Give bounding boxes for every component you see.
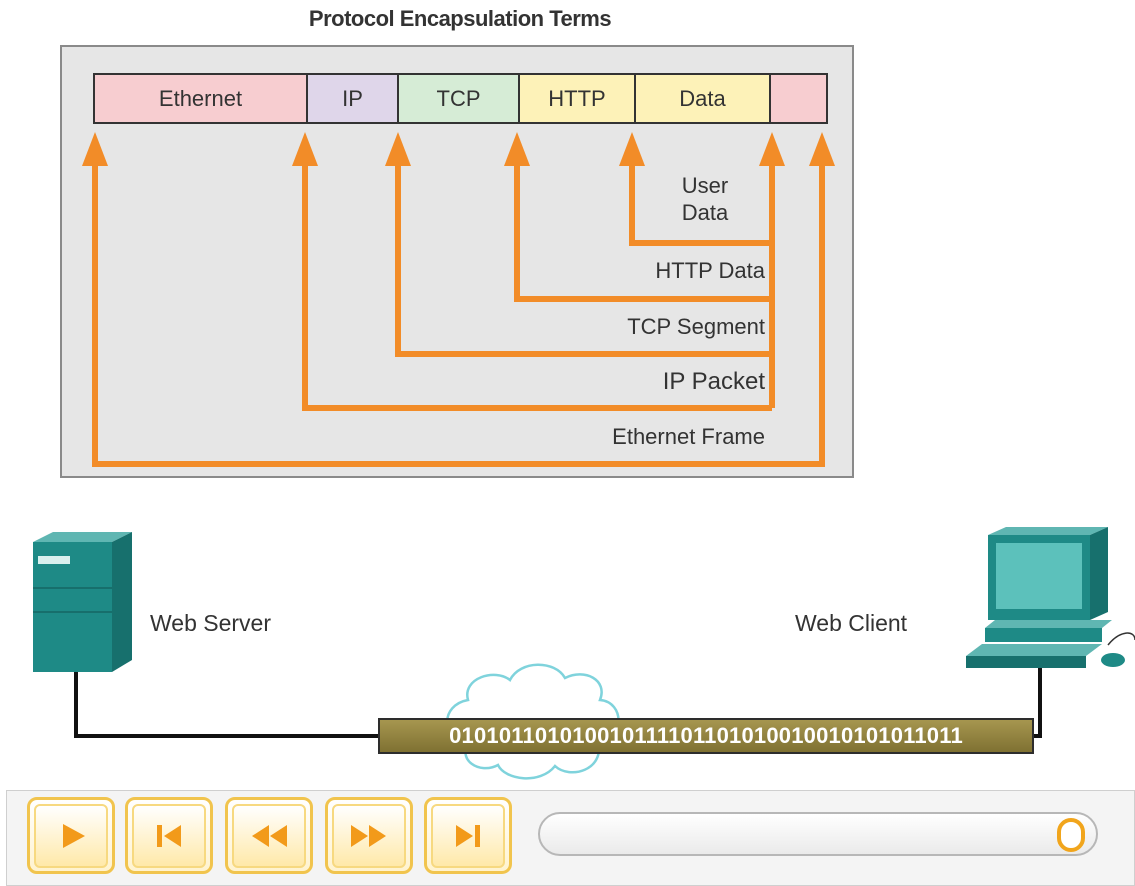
server-cable [74,668,380,738]
user-data-line: User [681,173,729,198]
computer-icon [966,527,1135,668]
arrowhead [619,132,645,166]
skip-to-end-button[interactable] [424,797,512,874]
rewind-button[interactable] [225,797,313,874]
frame-field-tcp: TCP [397,73,520,124]
play-button-face[interactable] [34,803,108,868]
binary-stream: 0101011010100101111011010100100101010110… [378,718,1034,754]
play-button[interactable] [27,797,115,874]
play-icon [63,823,85,848]
rewind-icon [252,824,287,847]
arrowhead [759,132,785,166]
frame-field-ethernet-trailer [769,73,828,124]
tcp-segment-label: TCP Segment [627,314,765,339]
frame-field-label: IP [342,85,363,111]
skip-to-end-button-face[interactable] [431,803,505,868]
ip-packet-bracket [302,150,772,411]
web-server-label: Web Server [150,610,272,636]
fast-forward-button-face[interactable] [332,803,406,868]
web-client-label: Web Client [795,610,908,636]
frame-field-label: HTTP [548,85,606,111]
frame-field-label: Data [679,85,726,111]
arrowhead [385,132,411,166]
arrowhead [504,132,530,166]
server-icon [33,532,132,672]
arrowhead [292,132,318,166]
arrowhead [82,132,108,166]
frame-field-label: TCP [436,85,481,111]
frame-field-http: HTTP [518,73,636,124]
frame-field-label: Ethernet [158,85,243,111]
client-cable [1034,668,1042,738]
http-data-bracket [514,150,772,302]
ip-packet-label: IP Packet [662,368,765,395]
user-data-line: Data [681,200,729,225]
skip-back-icon [157,824,181,847]
rewind-button-face[interactable] [232,803,306,868]
ethernet-frame-label: Ethernet Frame [612,424,765,449]
user-data-label: User Data [660,172,750,226]
progress-slider[interactable] [538,812,1098,856]
fast-forward-icon [351,824,386,847]
skip-to-start-button[interactable] [125,797,213,874]
arrowhead [809,132,835,166]
skip-forward-icon [456,824,480,847]
ethernet-frame-bracket [92,155,825,467]
diagram-title: Protocol Encapsulation Terms [308,6,612,31]
user-data-bracket [629,150,772,246]
http-data-label: HTTP Data [655,258,765,283]
tcp-segment-bracket [395,150,772,357]
progress-slider-handle[interactable] [1057,818,1086,852]
frame-field-ethernet: Ethernet [93,73,308,124]
skip-to-start-button-face[interactable] [132,803,206,868]
fast-forward-button[interactable] [325,797,413,874]
